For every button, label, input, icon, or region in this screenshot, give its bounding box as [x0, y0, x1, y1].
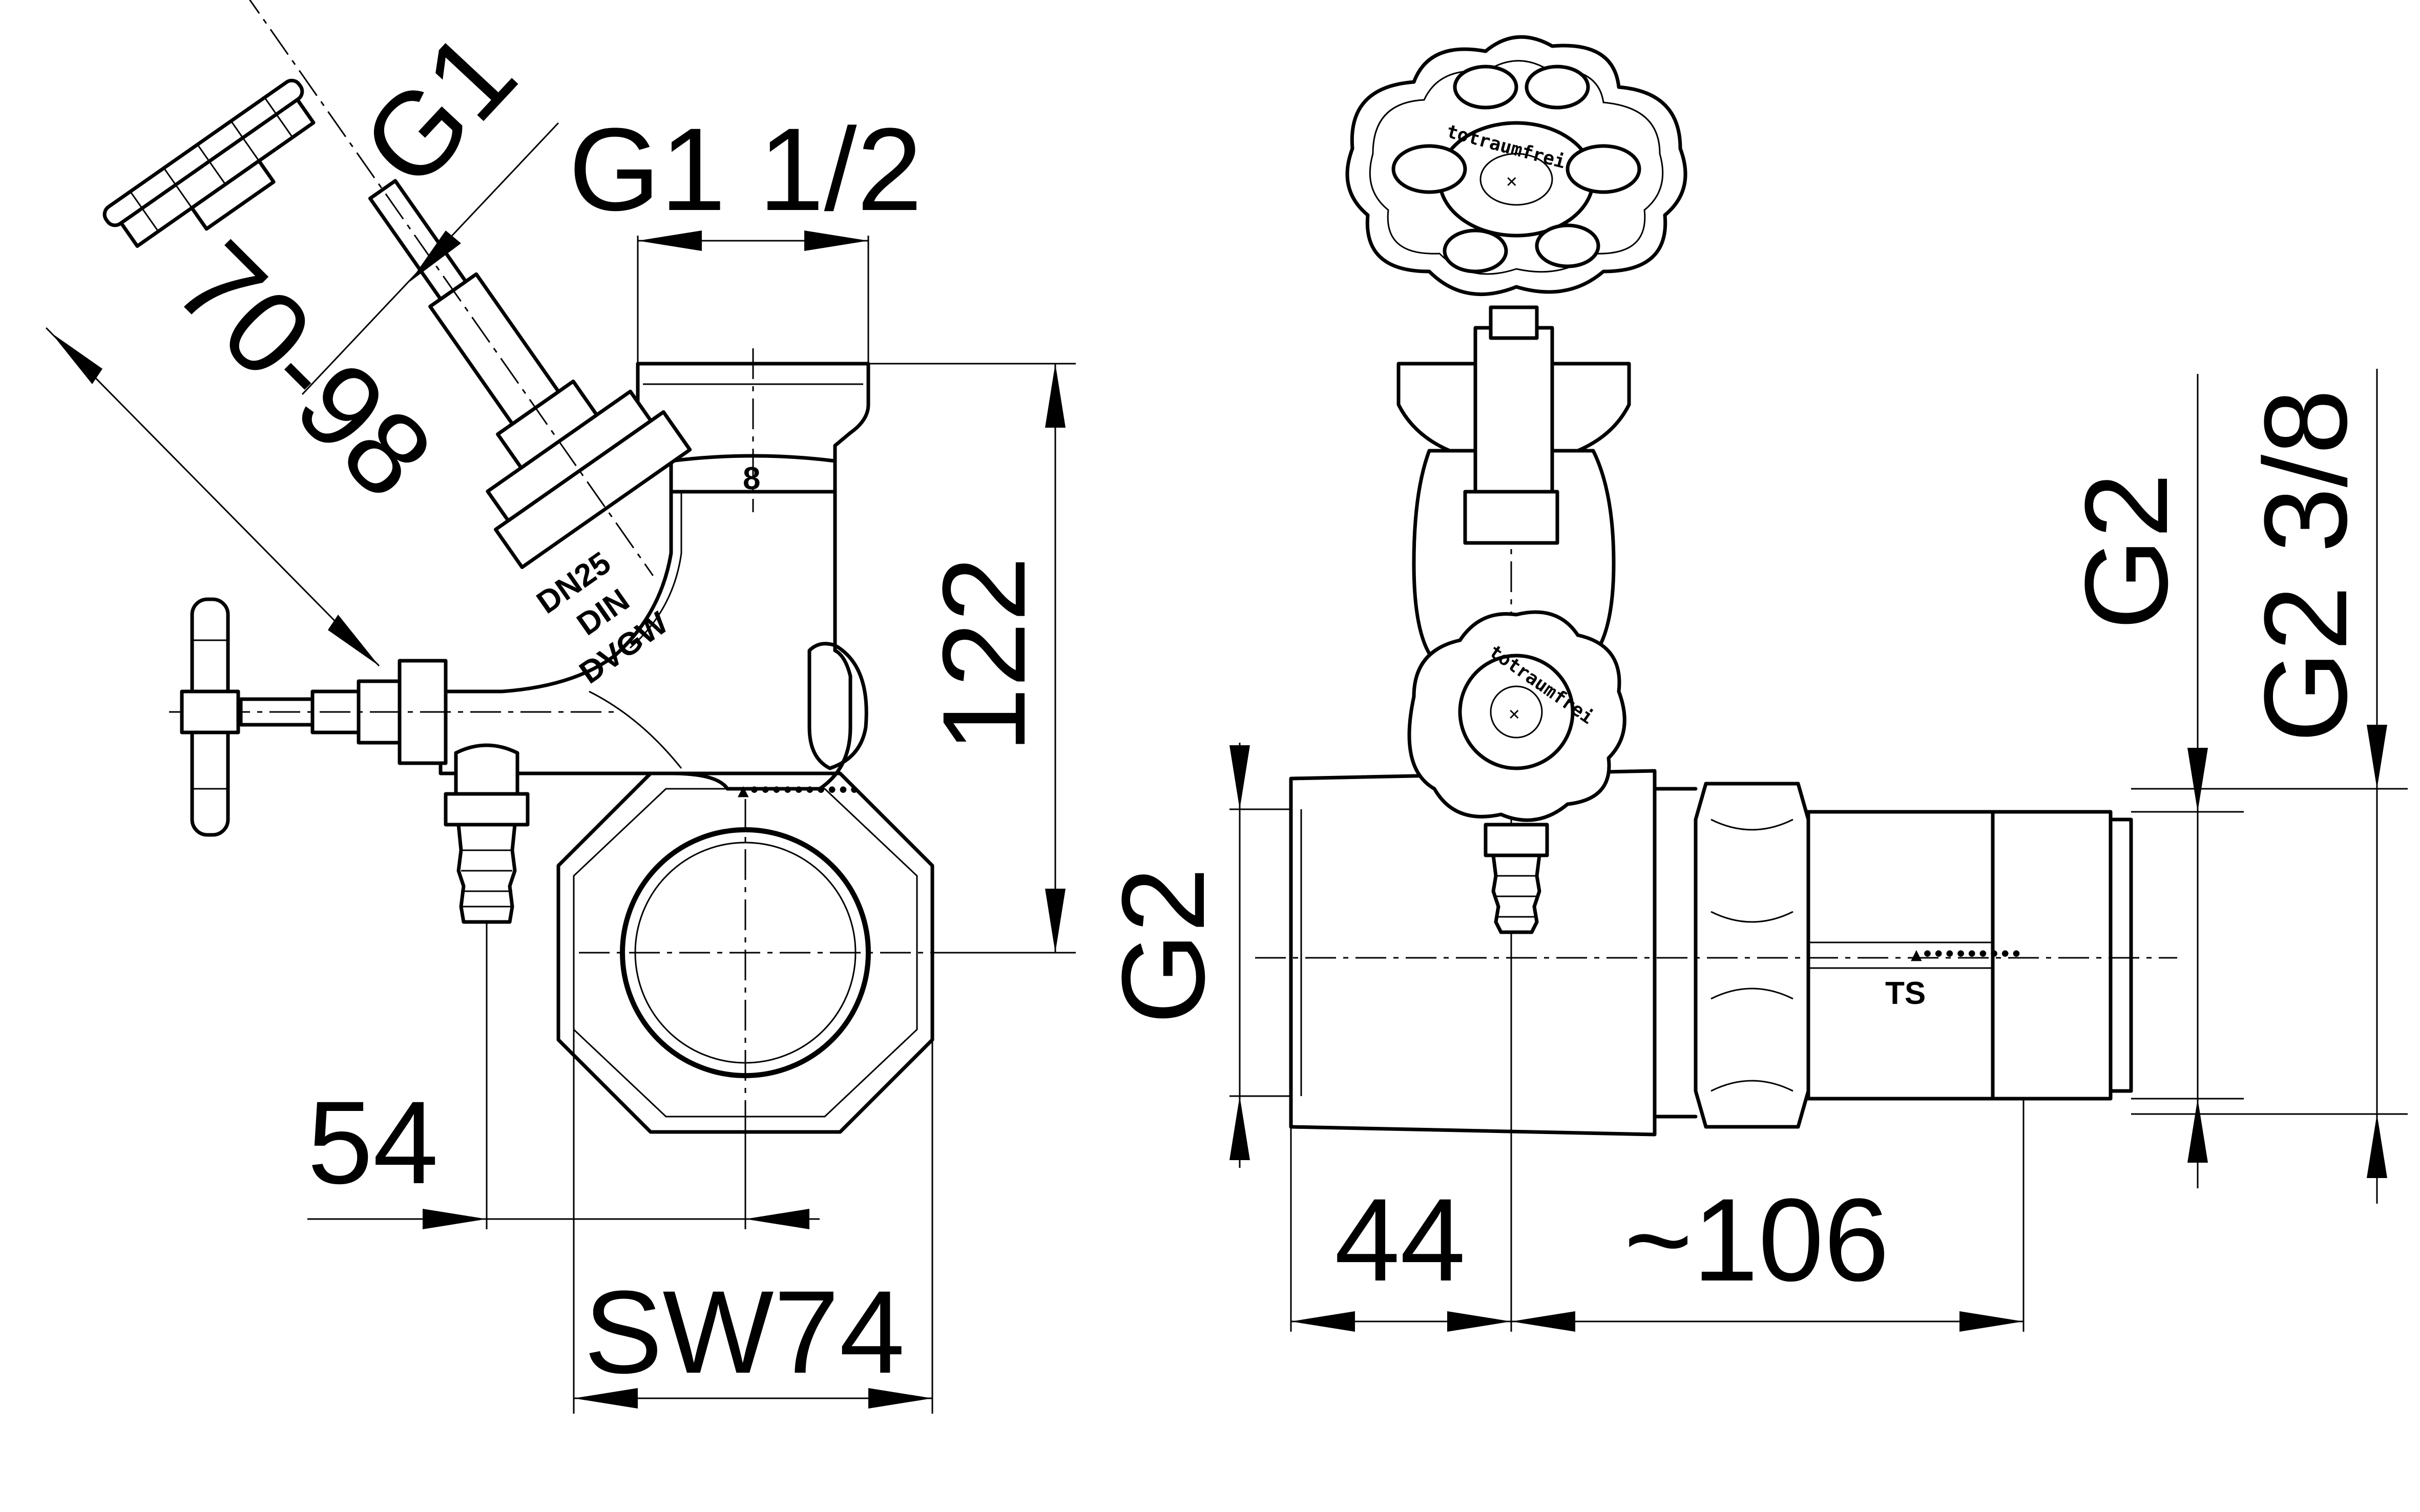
side-body [1289, 769, 1657, 1137]
top-handwheel-center: ✕ [1506, 171, 1517, 192]
dim-54: 54 [307, 922, 820, 1229]
label-44: 44 [1334, 1174, 1466, 1306]
label-106: ~106 [1624, 1174, 1889, 1306]
inclined-bonnet [241, 0, 692, 576]
label-g1-half: G1 1/2 [569, 103, 922, 235]
dim-sw74: SW74 [573, 1030, 933, 1414]
drain-handwheel-center: ✕ [1509, 703, 1520, 724]
label-g1: G1 [337, 7, 540, 212]
hex-nut: ▲•••••••••• [556, 771, 953, 1134]
label-70-98: 70-98 [151, 217, 457, 523]
dim-44: 44 [1290, 1127, 1512, 1332]
hose-nozzle [444, 743, 530, 924]
body-marking: DN25 DIN DVGW [530, 545, 675, 690]
side-marking: ▲••••••••• [1911, 944, 2022, 965]
label-54: 54 [307, 1077, 439, 1208]
socket-mark: 8 [743, 461, 760, 496]
dim-g2-left: G2 [1097, 743, 1291, 1168]
inclined-handwheel [102, 78, 316, 248]
side-nozzle [1484, 823, 1549, 934]
drain-valve [169, 659, 615, 765]
dim-70-98: 70-98 [45, 217, 457, 667]
front-view: 8 DN25 DIN DVGW [45, 0, 1076, 1414]
dim-g2-3-8: G2 3/8 [2131, 369, 2408, 1204]
side-view: TS ▲••••••••• totraumfrei ✕ [1097, 35, 2408, 1332]
label-g2-3-8: G2 3/8 [2240, 389, 2371, 743]
drain-handwheel [180, 597, 240, 837]
side-logo: TS [1885, 976, 1926, 1011]
label-122: 122 [918, 556, 1050, 753]
label-g2-right: G2 [2060, 473, 2192, 630]
dim-g1-half: G1 1/2 [569, 103, 922, 364]
label-sw74: SW74 [584, 1266, 905, 1398]
side-bonnet [1396, 305, 1631, 668]
side-drain-handwheel: totraumfrei ✕ [1407, 610, 1626, 822]
top-handwheel: totraumfrei ✕ [1345, 35, 1687, 297]
dim-106: ~106 [1511, 1099, 2025, 1332]
dim-g2-right: G2 [2060, 374, 2244, 1188]
label-g2-left: G2 [1097, 867, 1229, 1024]
union-nut [1653, 782, 1810, 1129]
nut-marking: ▲•••••••••• [738, 780, 860, 801]
dim-122: 122 [868, 363, 1076, 954]
tail-piece: TS ▲••••••••• [1806, 810, 2133, 1101]
